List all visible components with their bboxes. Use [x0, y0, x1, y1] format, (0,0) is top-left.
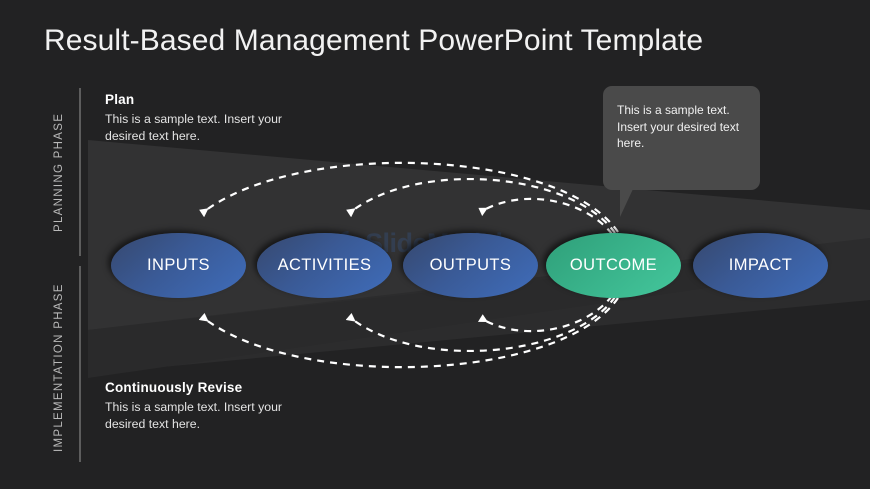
revise-heading: Continuously Revise: [105, 380, 243, 395]
plan-body: This is a sample text. Insert your desir…: [105, 112, 283, 143]
text-block-continuously-revise: Continuously Revise This is a sample tex…: [105, 380, 301, 432]
phase-rail-implementation: [79, 266, 81, 462]
node-label-activities: ACTIVITIES: [277, 256, 372, 274]
node-label-outcome: OUTCOME: [569, 256, 658, 274]
callout-bubble[interactable]: This is a sample text. Insert your desir…: [603, 86, 760, 190]
node-activities[interactable]: ACTIVITIES: [257, 233, 392, 298]
node-inputs[interactable]: INPUTS: [111, 233, 246, 298]
callout-tail: [620, 189, 642, 217]
phase-label-planning: PLANNING PHASE: [53, 112, 65, 232]
node-impact[interactable]: IMPACT: [693, 233, 828, 298]
node-outputs[interactable]: OUTPUTS: [403, 233, 538, 298]
page-title: Result-Based Management PowerPoint Templ…: [44, 24, 704, 57]
callout-text: This is a sample text. Insert your desir…: [617, 103, 740, 150]
node-label-impact: IMPACT: [728, 256, 793, 274]
revise-body: This is a sample text. Insert your desir…: [105, 400, 283, 431]
plan-heading: Plan: [105, 92, 135, 107]
text-block-plan: Plan This is a sample text. Insert your …: [105, 92, 305, 144]
phase-rail-planning: [79, 88, 81, 256]
node-label-inputs: INPUTS: [147, 256, 210, 274]
phase-label-implementation: IMPLEMENTATION PHASE: [53, 283, 65, 452]
node-label-outputs: OUTPUTS: [429, 256, 512, 274]
node-outcome[interactable]: OUTCOME: [546, 233, 681, 298]
